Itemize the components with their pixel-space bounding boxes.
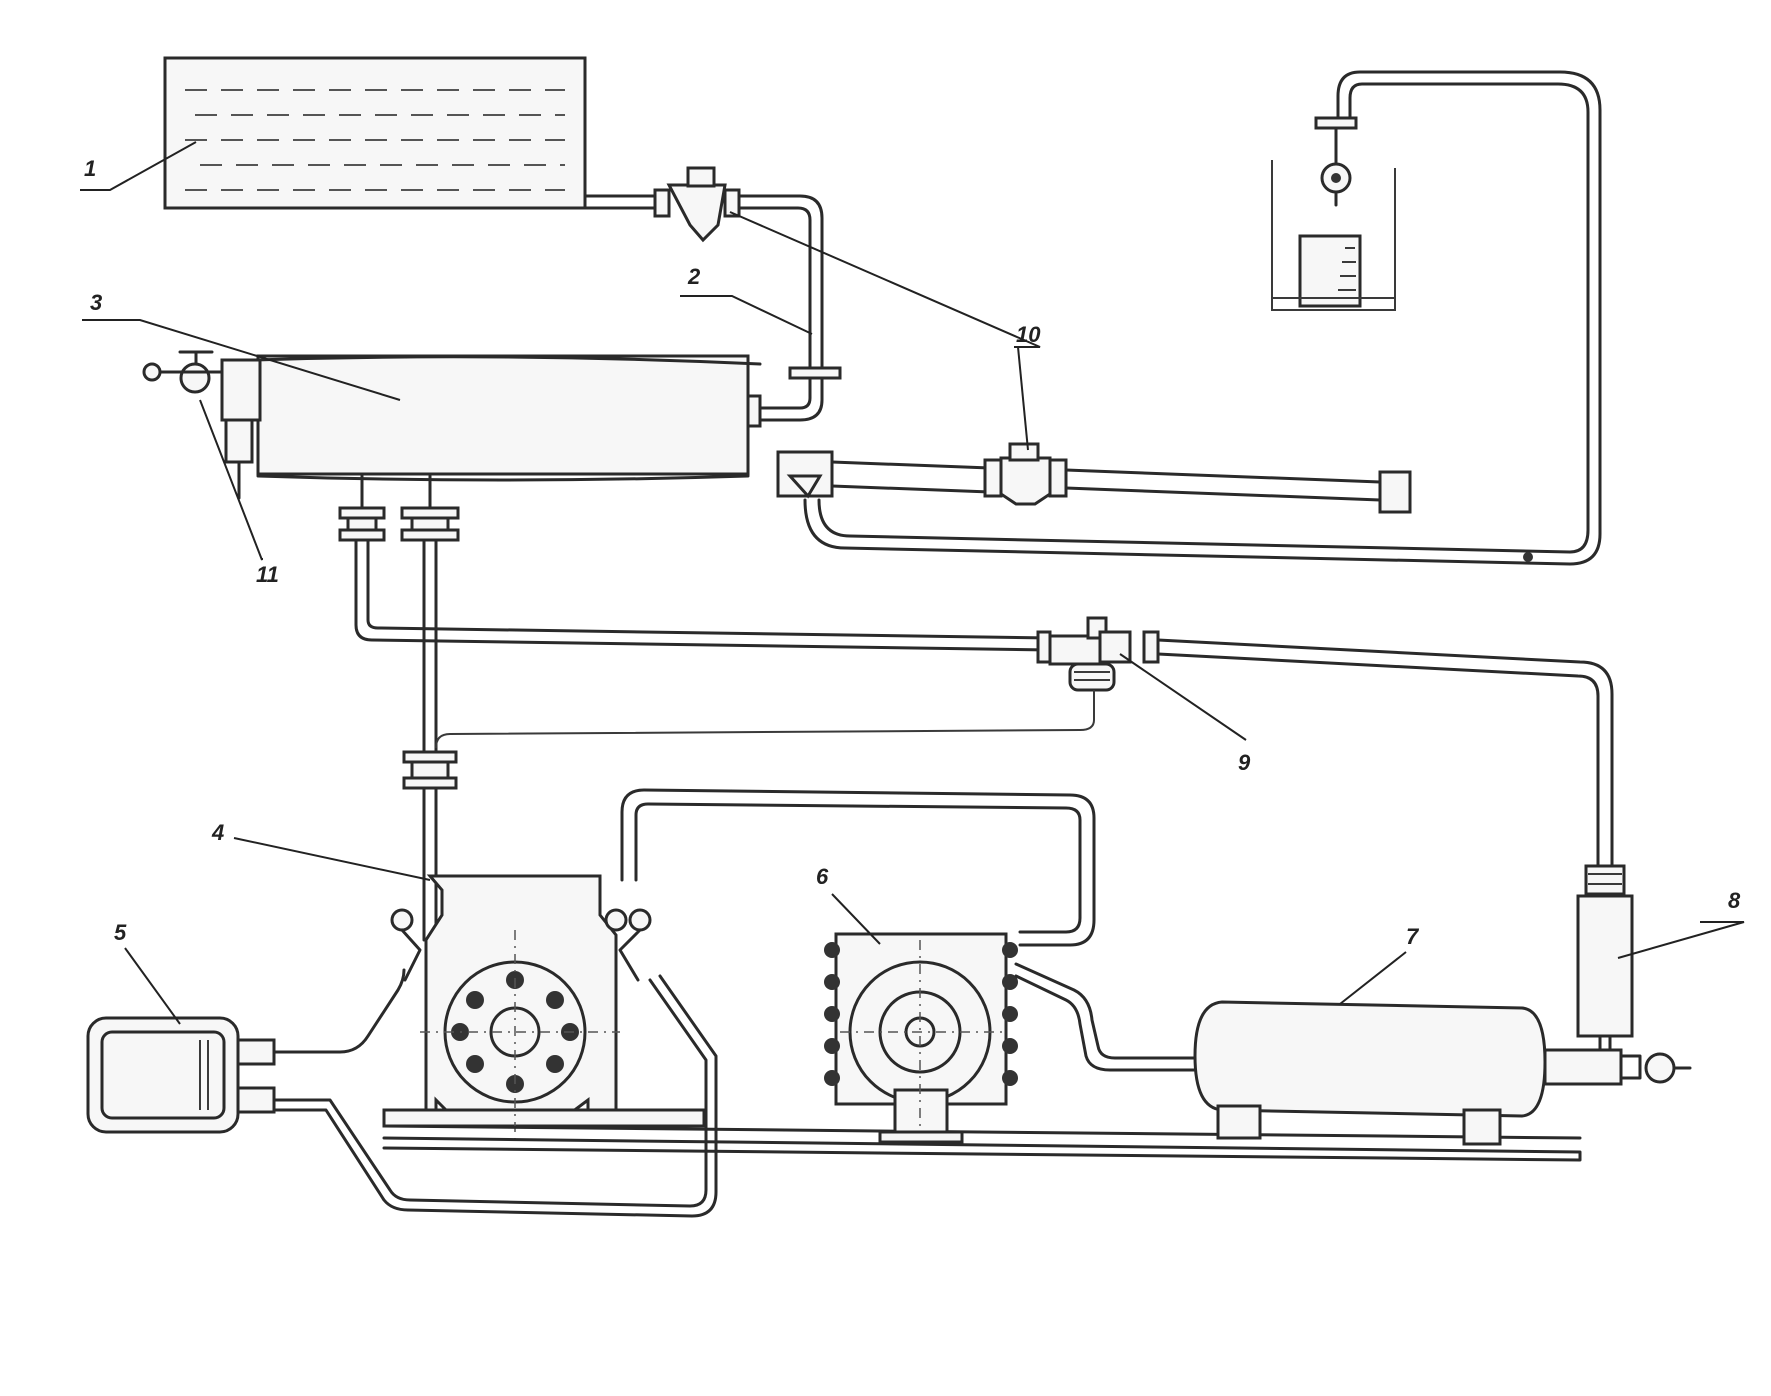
- label-7: 7: [1406, 924, 1420, 949]
- condenser-bottom-connections: [338, 474, 1052, 942]
- label-11: 11: [256, 562, 279, 587]
- label-6: 6: [816, 864, 829, 889]
- label-10: 10: [1016, 322, 1041, 347]
- base-rail: [382, 1124, 1582, 1162]
- condenser-inlet-elbow: [746, 366, 842, 428]
- receiver-vessel: [1271, 116, 1396, 311]
- receiver-tank-7: [1193, 1000, 1692, 1146]
- condenser-shell: [142, 350, 762, 500]
- compressor-4: [382, 874, 706, 1140]
- tank-outlet-pipe: [583, 166, 824, 372]
- unit-5: [86, 968, 718, 1218]
- suction-flange: [402, 750, 458, 790]
- label-9: 9: [1238, 750, 1251, 775]
- label-1: 1: [84, 156, 96, 181]
- label-3: 3: [90, 290, 102, 315]
- label-leaders: [80, 141, 1745, 1025]
- filter-8: [1576, 864, 1634, 1052]
- label-2: 2: [687, 264, 701, 289]
- condenser-outlet-line: [776, 70, 1602, 566]
- compressor-6: [824, 932, 1202, 1144]
- label-5: 5: [114, 920, 127, 945]
- upper-tank: [163, 56, 587, 210]
- valve-9-assembly: [435, 616, 1614, 867]
- discharge-line-4-to-6: [620, 788, 1096, 947]
- label-8: 8: [1728, 888, 1741, 913]
- label-4: 4: [211, 820, 224, 845]
